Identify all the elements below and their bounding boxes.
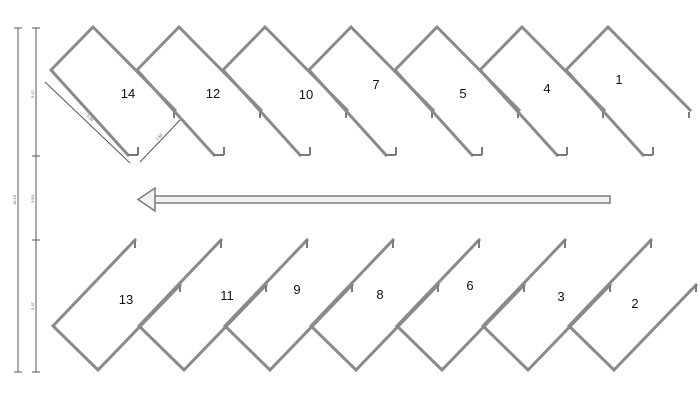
stall-number: 3 (557, 289, 564, 304)
stall-14: 14 (48, 24, 178, 158)
stall-number: 9 (293, 282, 300, 297)
stall-width-label: 2.50 (154, 132, 164, 142)
stall-10: 10 (220, 24, 350, 158)
arrow-shaft (151, 195, 611, 204)
stall-outline (48, 24, 178, 158)
top-row-depth-label: 5.17 (30, 89, 35, 98)
stall-2: 2 (566, 237, 699, 373)
stall-outline (563, 24, 693, 158)
stall-number: 5 (459, 86, 466, 101)
stall-length-dim-line (44, 81, 131, 164)
stall-width-dim-line (139, 117, 183, 163)
stall-number: 7 (372, 77, 379, 92)
top-stall-row: 14 12 10 7 5 4 1 (48, 24, 693, 158)
stall-number: 2 (631, 296, 638, 311)
stall-length-label: 5.00 (86, 113, 96, 123)
stall-outline (392, 24, 522, 158)
dimension-annotations: 16.19 5.17 3.50 5.37 5.00 2.50 (12, 27, 183, 373)
aisle-width-label: 3.50 (30, 194, 35, 203)
stall-outline (134, 24, 264, 158)
stall-outline (477, 24, 607, 158)
traffic-direction-arrow (136, 186, 611, 213)
stall-1: 1 (563, 24, 693, 158)
stall-number: 6 (466, 278, 473, 293)
stall-number: 12 (206, 86, 220, 101)
stall-number: 8 (376, 287, 383, 302)
stall-outline (220, 24, 350, 158)
stall-outline (566, 237, 699, 373)
stall-number: 14 (121, 86, 135, 101)
stall-number: 11 (220, 288, 234, 303)
stall-number: 10 (299, 87, 313, 102)
bottom-row-depth-label: 5.37 (30, 301, 35, 310)
stall-12: 12 (134, 24, 264, 158)
arrow-head (136, 186, 156, 213)
stall-number: 4 (543, 81, 550, 96)
bottom-stall-row: 13 11 9 8 6 3 2 (50, 237, 699, 373)
stall-number: 13 (119, 292, 133, 307)
stall-outline (306, 24, 436, 158)
stall-number: 1 (615, 72, 622, 87)
total-height-label: 16.19 (12, 194, 17, 205)
